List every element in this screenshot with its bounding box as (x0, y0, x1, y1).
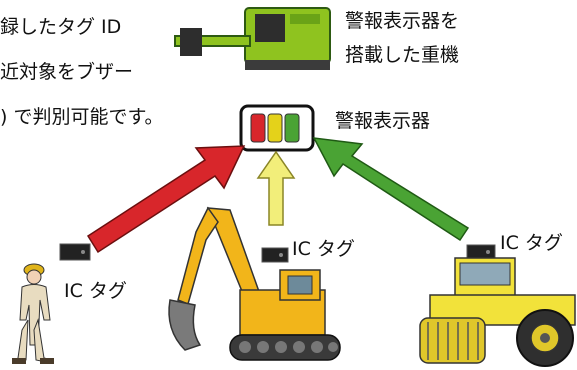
worker-icon (12, 263, 54, 364)
alarm-light-yellow (267, 113, 283, 143)
excavator-icon (168, 206, 341, 361)
description-line-1: 録したタグ ID (0, 16, 122, 38)
alarm-light-green (284, 113, 300, 143)
tag-label-excavator: IC タグ (292, 238, 355, 260)
alarm-display-label: 警報表示器 (335, 110, 431, 132)
heavy-machine-icon (174, 7, 331, 70)
road-roller-icon (419, 257, 576, 367)
ic-tag-icon-worker (59, 243, 91, 261)
tag-label-roller: IC タグ (500, 232, 563, 254)
arrow-left (86, 145, 246, 254)
description-line-3: ) で判別可能です。 (0, 106, 164, 128)
alarm-display-icon (239, 104, 315, 152)
arrow-center (256, 150, 296, 226)
description-line-2: 近対象をブザー (0, 61, 134, 83)
ic-tag-icon-roller (466, 244, 496, 261)
tag-label-worker: IC タグ (64, 280, 127, 302)
ic-tag-icon-excavator (261, 247, 289, 263)
heavy-machine-label-line-1: 警報表示器を (345, 10, 460, 32)
heavy-machine-label-line-2: 搭載した重機 (345, 44, 460, 66)
alarm-light-red (250, 113, 266, 143)
arrow-right (312, 137, 470, 242)
